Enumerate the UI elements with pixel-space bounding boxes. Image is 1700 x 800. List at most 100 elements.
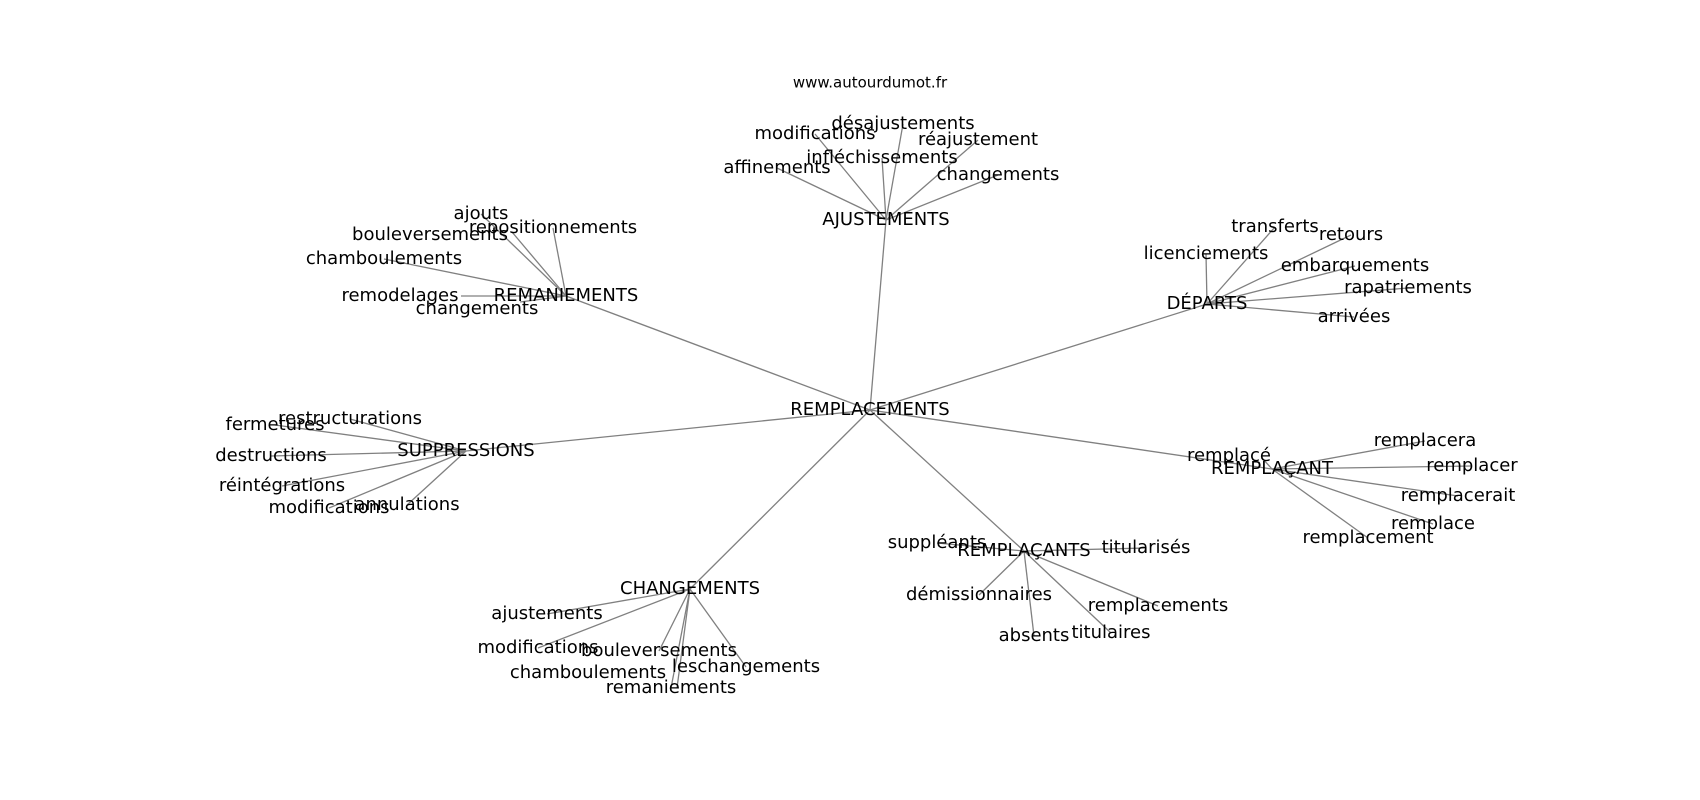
leaf-node-chamboulements[interactable]: chamboulements: [510, 662, 666, 683]
leaf-node-remplace[interactable]: remplacé: [1187, 445, 1271, 466]
edge-ajustements-to-desajustements: [885, 123, 904, 221]
hub-node-departs[interactable]: DÉPARTS: [1167, 292, 1248, 314]
edge-departs-to-transferts: [1206, 226, 1276, 305]
leaf-node-remplacerait[interactable]: remplacerait: [1401, 485, 1516, 506]
leaf-node-rapatriements[interactable]: rapatriements: [1344, 277, 1472, 298]
leaf-node-remplacera[interactable]: remplacera: [1374, 430, 1476, 451]
edge-departs-to-retours: [1206, 234, 1352, 305]
edge-ajustements-to-reajustement: [885, 139, 979, 221]
leaf-node-suppleants[interactable]: suppléants: [888, 532, 987, 553]
leaf-node-changements[interactable]: changements: [937, 164, 1060, 185]
edge-remplacants-to-titulaires: [1023, 550, 1112, 634]
edge-changements-to-leschangements: [689, 588, 747, 668]
edge-suppressions-to-reintegrations: [281, 450, 467, 487]
center-node-label[interactable]: REMPLACEMENTS: [790, 399, 949, 420]
leaf-node-modifications[interactable]: modifications: [268, 497, 389, 518]
graph-edges: [270, 123, 1473, 689]
edge-suppressions-to-fermetures: [274, 424, 467, 452]
leaf-node-titulaires[interactable]: titulaires: [1071, 622, 1150, 643]
edge-remplacant-to-remplace: [1271, 468, 1434, 525]
leaf-node-repositionnements[interactable]: repositionnements: [469, 217, 637, 238]
edge-center-to-changements: [689, 409, 871, 590]
leaf-node-destructions[interactable]: destructions: [215, 445, 327, 466]
leaf-node-modifications[interactable]: modifications: [477, 637, 598, 658]
leaf-node-restructurations[interactable]: restructurations: [278, 408, 422, 429]
edge-changements-to-ajustements: [546, 588, 691, 615]
edge-ajustements-to-inflechissements: [881, 157, 887, 221]
hub-node-remaniements[interactable]: REMANIEMENTS: [494, 285, 639, 306]
edge-remaniements-to-repositionnements: [552, 227, 567, 297]
edge-suppressions-to-destructions: [270, 450, 467, 457]
edge-suppressions-to-restructurations: [349, 418, 467, 452]
hub-node-remplacants[interactable]: REMPLAÇANTS: [957, 540, 1090, 561]
edge-changements-to-remaniements: [676, 588, 691, 689]
leaf-node-demissionnaires[interactable]: démissionnaires: [906, 584, 1052, 605]
edge-remplacants-to-remplacements: [1023, 550, 1159, 607]
edge-remaniements-to-ajouts: [480, 213, 567, 297]
edge-remplacant-to-remplacerait: [1271, 468, 1459, 497]
leaf-node-affinements[interactable]: affinements: [723, 157, 830, 178]
leaf-node-ajouts[interactable]: ajouts: [454, 203, 509, 224]
edge-ajustements-to-changements: [885, 174, 999, 221]
edge-changements-to-modifications: [537, 588, 691, 649]
leaf-node-reintegrations[interactable]: réintégrations: [219, 475, 345, 496]
edge-suppressions-to-annulations: [406, 450, 467, 506]
edge-center-to-remaniements: [565, 295, 871, 411]
leaf-node-ajustements[interactable]: ajustements: [491, 603, 602, 624]
leaf-node-chamboulements[interactable]: chamboulements: [306, 248, 462, 269]
leaf-node-absents[interactable]: absents: [999, 625, 1070, 646]
hub-node-suppressions[interactable]: SUPPRESSIONS: [397, 440, 534, 461]
leaf-node-remodelages[interactable]: remodelages: [341, 285, 458, 306]
edge-remplacants-to-demissionnaires: [978, 550, 1025, 596]
leaf-node-remplacement[interactable]: remplacement: [1302, 527, 1433, 548]
edge-remaniements-to-bouleversements: [511, 231, 567, 297]
edge-remplacant-to-remplacera: [1271, 440, 1426, 470]
edge-ajustements-to-modifications: [814, 133, 887, 221]
leaf-node-remplace[interactable]: remplace: [1391, 513, 1475, 534]
leaf-node-annulations[interactable]: annulations: [354, 494, 459, 515]
hub-node-changements[interactable]: CHANGEMENTS: [620, 578, 760, 599]
edge-center-to-ajustements: [869, 219, 887, 411]
edge-remplacant-to-remplacement: [1271, 468, 1369, 539]
leaf-node-reajustement[interactable]: réajustement: [918, 129, 1038, 150]
edge-remplacants-to-suppleants: [936, 542, 1025, 552]
edge-departs-to-arrivees: [1206, 303, 1355, 318]
leaf-node-inflechissements[interactable]: infléchissements: [806, 147, 957, 168]
graph-labels: www.autourdumot.fr REMPLACEMENTS AJUSTEME…: [215, 74, 1518, 699]
leaf-node-desajustements[interactable]: désajustements: [831, 113, 974, 134]
edge-changements-to-chamboulements: [670, 588, 691, 689]
edge-center-to-remplacants: [869, 409, 1025, 552]
edge-departs-to-embarquements: [1206, 265, 1356, 305]
leaf-node-fermetures[interactable]: fermetures: [225, 414, 324, 435]
edge-center-to-suppressions: [465, 409, 871, 452]
leaf-node-bouleversements[interactable]: bouleversements: [581, 640, 737, 661]
leaf-node-remplacements[interactable]: remplacements: [1088, 595, 1229, 616]
edge-remaniements-to-chamboulements: [383, 258, 567, 297]
leaf-node-licenciements[interactable]: licenciements: [1144, 243, 1269, 264]
leaf-node-leschangements[interactable]: leschangements: [672, 656, 820, 677]
leaf-node-remaniements[interactable]: remaniements: [606, 677, 737, 698]
leaf-node-changements[interactable]: changements: [416, 298, 539, 319]
edge-remplacant-to-remplacer: [1271, 465, 1473, 470]
leaf-node-retours[interactable]: retours: [1319, 224, 1383, 245]
hub-node-ajustements[interactable]: AJUSTEMENTS: [822, 209, 949, 230]
leaf-node-titularises[interactable]: titularisés: [1102, 537, 1191, 558]
edge-changements-to-bouleversements: [658, 588, 691, 652]
edge-center-to-remplacant: [869, 409, 1273, 470]
edge-ajustements-to-affinements: [776, 167, 887, 221]
leaf-node-embarquements[interactable]: embarquements: [1281, 255, 1430, 276]
edge-departs-to-licenciements: [1205, 253, 1208, 305]
edge-departs-to-rapatriements: [1206, 287, 1409, 305]
leaf-node-remplacer[interactable]: remplacer: [1426, 455, 1518, 476]
leaf-node-transferts[interactable]: transferts: [1231, 216, 1319, 237]
hub-node-remplacant[interactable]: REMPLAÇANT: [1211, 458, 1334, 479]
leaf-node-modifications[interactable]: modifications: [754, 123, 875, 144]
watermark-text[interactable]: www.autourdumot.fr: [793, 74, 948, 92]
edge-remplacants-to-absents: [1023, 550, 1035, 637]
edge-remplacants-to-titularises: [1023, 547, 1147, 552]
leaf-node-arrivees[interactable]: arrivées: [1318, 306, 1391, 327]
leaf-node-bouleversements[interactable]: bouleversements: [352, 224, 508, 245]
edge-remplacant-to-remplace: [1261, 457, 1273, 470]
edge-suppressions-to-modifications: [328, 450, 467, 509]
